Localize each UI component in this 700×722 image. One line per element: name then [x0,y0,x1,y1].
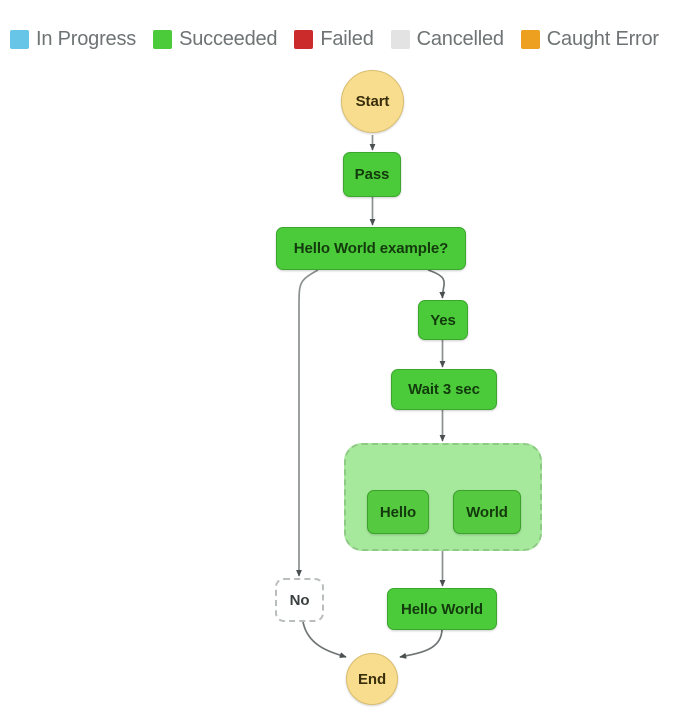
node-label: Hello World [401,600,483,618]
legend-label: Failed [320,28,374,50]
node-world[interactable]: World [453,490,521,534]
edge-choice-to-yes [427,269,446,299]
legend-label: In Progress [36,28,137,50]
state-machine-graph[interactable]: Start Pass Hello World example? Yes Wait… [0,56,700,722]
node-label: Hello World example? [293,240,449,257]
node-label: End [357,670,387,688]
legend-label: Succeeded [179,28,278,50]
edge-helloworld-to-end [399,629,443,659]
node-label: Wait 3 sec [408,381,480,398]
square-swatch-icon [390,29,410,49]
square-swatch-icon [10,29,29,49]
edge-no-to-end [302,621,347,659]
status-legend: In Progress Succeeded Failed Cancelled C… [10,22,694,56]
node-yes[interactable]: Yes [418,300,468,340]
legend-item-in-progress: In Progress [10,29,136,49]
node-label: Hello [379,503,417,521]
node-start[interactable]: Start [341,70,404,133]
node-label: Yes [430,311,456,329]
square-swatch-icon [294,29,314,49]
node-hello-world-example-choice[interactable]: Hello World example? [276,227,466,270]
legend-item-failed: Failed [294,28,374,50]
square-swatch-icon [520,29,540,49]
node-hello[interactable]: Hello [367,490,429,534]
legend-item-caught-error: Caught Error [520,28,659,50]
node-label: No [289,591,310,609]
legend-label: Caught Error [546,28,659,50]
legend-label: Cancelled [416,28,504,50]
node-wait-3-sec[interactable]: Wait 3 sec [391,369,497,410]
node-label: Pass [354,166,390,183]
node-no[interactable]: No [275,578,324,622]
legend-item-cancelled: Cancelled [390,28,504,50]
node-end[interactable]: End [346,653,398,705]
node-label: World [466,503,508,521]
edge-choice-to-no [296,269,319,577]
square-swatch-icon [153,29,173,49]
node-hello-world[interactable]: Hello World [387,588,497,630]
legend-item-succeeded: Succeeded [153,28,278,50]
node-label: Start [355,93,390,110]
node-pass[interactable]: Pass [343,152,401,197]
